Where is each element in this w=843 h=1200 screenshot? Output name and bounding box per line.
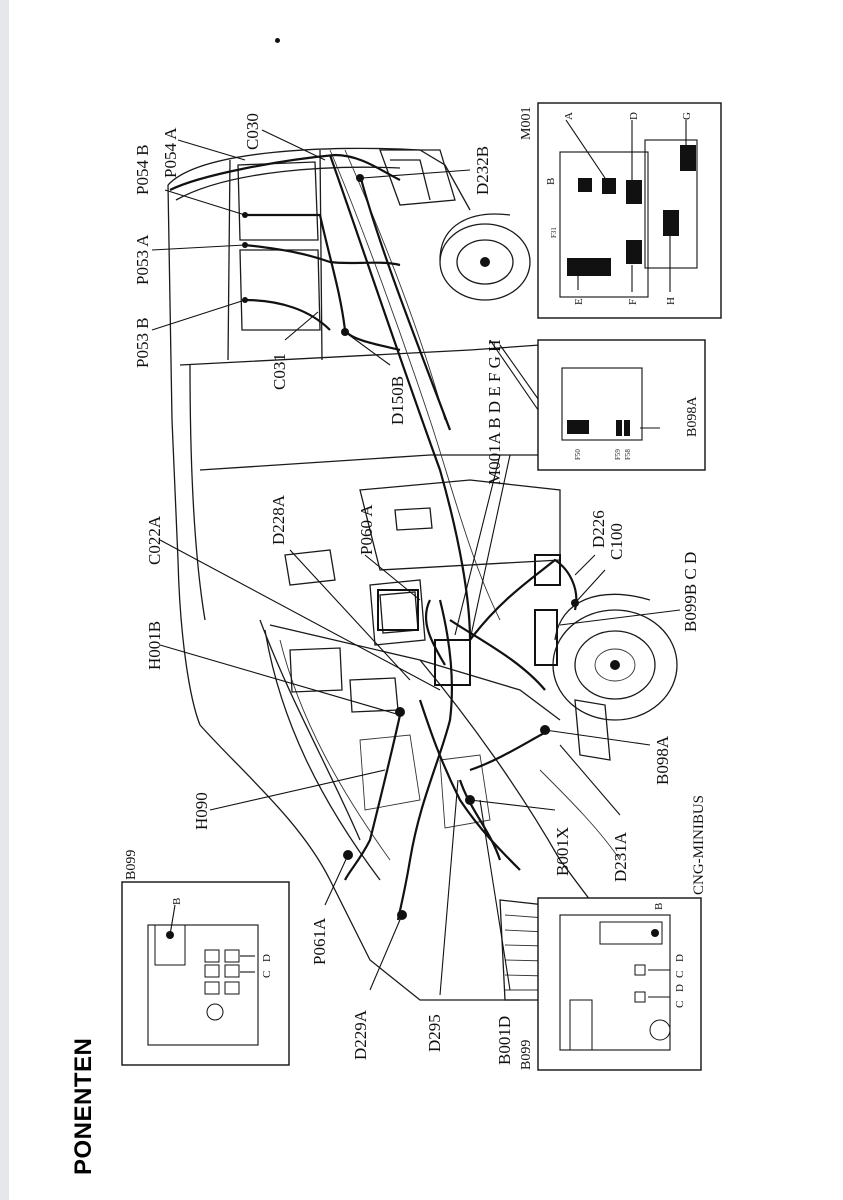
inset-b098-letter-f50: F50 (574, 449, 582, 460)
inset-b099-bottom-letter-c1: C (674, 971, 686, 978)
callout-d226: D226 (589, 510, 608, 548)
inset-m001-letter-b: B (545, 178, 557, 185)
callout-m001-fuses: M001A B D E F G H (485, 340, 504, 485)
callout-p054b: P054 B (133, 144, 152, 195)
callout-d232b: D232B (473, 146, 492, 195)
callout-p053a: P053 A (133, 234, 152, 285)
inset-b098: F50 F59 F58 B098A (537, 339, 706, 471)
rear-wheel (439, 213, 531, 301)
inset-m001-letter-e: E (573, 298, 585, 305)
inset-m001-letter-a: A (563, 112, 575, 120)
callout-b099bcd: B099B C D (681, 552, 700, 632)
wiring-harness (169, 153, 579, 921)
scan-speck (275, 38, 280, 43)
inset-b099-bottom-title: B099 (519, 1040, 534, 1070)
callout-cng-minibus: CNG-MINIBUS (691, 795, 707, 895)
inset-b099-bottom-letter-d2: D (674, 984, 686, 992)
callout-c022a: C022A (145, 515, 164, 565)
inset-m001-title: M001 (519, 107, 534, 140)
inset-b099-bottom-letter-d1: D (674, 954, 686, 962)
callout-h001b: H001B (145, 621, 164, 670)
interior (284, 549, 611, 829)
callout-p054a: P054 A (161, 127, 180, 178)
callout-d229a: D229A (351, 1009, 370, 1060)
inset-b099-bottom-letter-c2: C (674, 1001, 686, 1008)
inset-m001-fuse-label: F31 (550, 227, 558, 238)
callout-h090: H090 (192, 792, 211, 830)
callout-c100: C100 (607, 523, 626, 560)
inset-b098-letter-f59: F59 (614, 449, 622, 460)
inset-m001-letter-h: H (665, 297, 677, 305)
callout-b001x: B001X (553, 827, 572, 876)
callout-d231a: D231A (611, 831, 630, 882)
callout-p053b: P053 B (133, 317, 152, 368)
callout-labels: C030 P054 A P054 B P053 A P053 B C031 D1… (133, 113, 707, 1065)
callout-b001d: B001D (495, 1016, 514, 1065)
inset-b098-title: B098A (685, 396, 700, 437)
inset-b099-top-letter-d: D (261, 954, 273, 962)
callout-d150b: D150B (388, 376, 407, 425)
page-edge (0, 0, 9, 1200)
inset-b099-top-title: B099 (124, 850, 139, 880)
inset-m001-letter-d: D (628, 112, 640, 120)
callout-d228a: D228A (269, 494, 288, 545)
callout-c031: C031 (270, 353, 289, 390)
inset-b099-bottom-letter-b: B (653, 903, 665, 910)
inset-b098-letter-f58: F58 (624, 449, 632, 460)
inset-b099-bottom: B099 B C D C D (519, 897, 702, 1071)
inset-b099-top: B099 B C D (121, 850, 290, 1066)
inset-m001-letter-g: G (681, 112, 693, 120)
callout-d295: D295 (425, 1014, 444, 1052)
inset-b099-top-letter-c: C (261, 971, 273, 978)
inset-b099-top-letter-b: B (171, 898, 183, 905)
callout-b098a: B098A (653, 735, 672, 785)
callout-p061a: P061A (310, 917, 329, 965)
callout-c030: C030 (243, 113, 262, 150)
inset-m001: M001 A B D G E F H F31 (519, 102, 722, 319)
inset-m001-letter-f: F (627, 299, 639, 305)
callout-p060a: P060 A (357, 504, 376, 555)
